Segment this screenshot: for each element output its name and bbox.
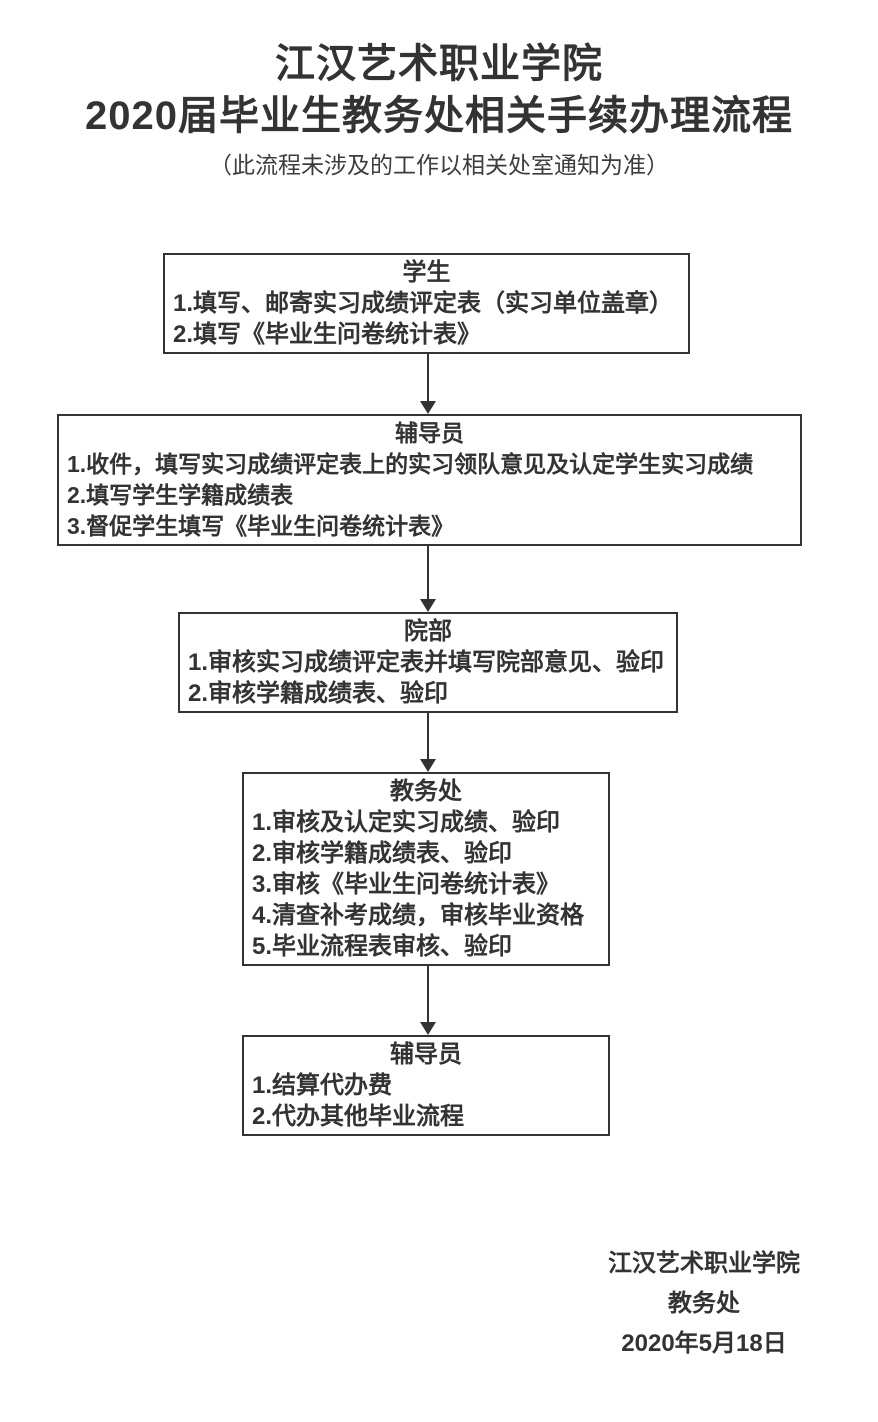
box-title: 教务处 [390,778,462,805]
arrow-down-icon [420,401,436,414]
flow-box-counselor-2: 辅导员 1.结算代办费 2.代办其他毕业流程 [242,1035,610,1136]
flow-box-department: 院部 1.审核实习成绩评定表并填写院部意见、验印 2.审核学籍成绩表、验印 [178,612,678,713]
box-item: 2.填写学生学籍成绩表 [67,482,294,508]
box-item: 4.清查补考成绩，审核毕业资格 [252,902,585,929]
footer-office-name: 教务处 [668,1290,740,1317]
page-title: 江汉艺术职业学院 2020届毕业生教务处相关手续办理流程 [0,38,878,142]
footer-date: 2020年5月18日 [621,1330,787,1357]
page-subtitle: （此流程未涉及的工作以相关处室通知为准） [209,152,669,178]
flow-arrow-1 [420,354,436,414]
box-item: 2.填写《毕业生问卷统计表》 [173,321,482,348]
flow-box-student: 学生 1.填写、邮寄实习成绩评定表（实习单位盖章） 2.填写《毕业生问卷统计表》 [163,253,690,354]
page-title-line1: 江汉艺术职业学院 [275,42,603,86]
footer-org-name: 江汉艺术职业学院 [608,1250,800,1277]
box-item: 3.审核《毕业生问卷统计表》 [252,871,561,898]
flow-box-academic-affairs-office: 教务处 1.审核及认定实习成绩、验印 2.审核学籍成绩表、验印 3.审核《毕业生… [242,772,610,966]
box-item: 3.督促学生填写《毕业生问卷统计表》 [67,513,455,539]
box-item: 1.填写、邮寄实习成绩评定表（实习单位盖章） [173,290,674,317]
arrow-down-icon [420,759,436,772]
box-item: 1.收件，填写实习成绩评定表上的实习领队意见及认定学生实习成绩 [67,451,754,477]
flow-arrow-4 [420,966,436,1035]
arrow-down-icon [420,1022,436,1035]
page-title-line2: 2020届毕业生教务处相关手续办理流程 [85,94,793,138]
box-item: 2.审核学籍成绩表、验印 [252,840,513,867]
flow-box-counselor-1: 辅导员 1.收件，填写实习成绩评定表上的实习领队意见及认定学生实习成绩 2.填写… [57,414,802,546]
box-title: 学生 [402,259,451,286]
arrow-line [427,546,429,600]
box-item: 1.审核实习成绩评定表并填写院部意见、验印 [188,649,665,676]
box-item: 5.毕业流程表审核、验印 [252,933,513,960]
box-title: 辅导员 [395,420,464,446]
arrow-line [427,713,429,760]
box-item: 1.结算代办费 [252,1072,393,1099]
box-item: 2.代办其他毕业流程 [252,1103,465,1130]
arrow-down-icon [420,599,436,612]
box-title: 院部 [404,618,452,645]
arrow-line [427,966,429,1023]
footer-signature: 江汉艺术职业学院 教务处 2020年5月18日 [528,1244,878,1364]
flow-arrow-2 [420,546,436,612]
flow-arrow-3 [420,713,436,772]
box-title: 辅导员 [390,1041,462,1068]
arrow-line [427,354,429,402]
box-item: 1.审核及认定实习成绩、验印 [252,809,561,836]
box-item: 2.审核学籍成绩表、验印 [188,680,449,707]
